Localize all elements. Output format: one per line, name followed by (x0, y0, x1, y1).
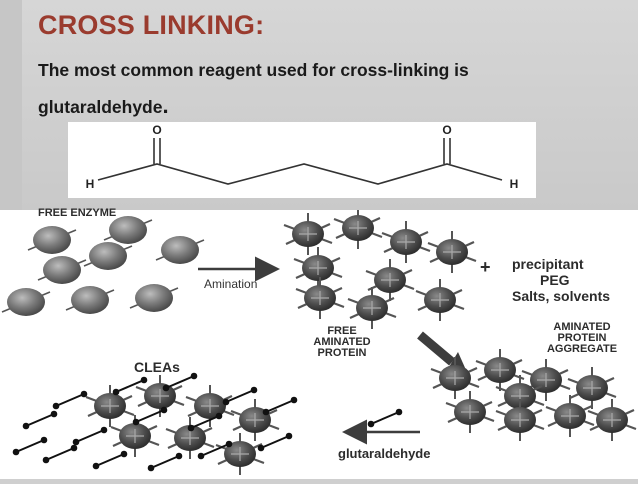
aminated-protein-molecule (294, 275, 346, 321)
free-enzyme-molecule (103, 215, 153, 245)
aminated-protein-molecule (282, 211, 334, 257)
clea-protein (229, 397, 281, 443)
free-aminated-protein-line: PROTEIN (317, 347, 367, 359)
crosslinker-molecule (146, 451, 184, 473)
aminated-protein-molecule (332, 205, 384, 251)
diagram-svg (1, 205, 638, 477)
peg-label: PEG (540, 272, 570, 288)
free-enzyme-molecule (65, 285, 115, 315)
clea-process-diagram: FREE ENZYME Amination + precipitant PEG … (0, 205, 638, 479)
crosslinker-molecule (161, 371, 199, 393)
clea-cluster (11, 371, 299, 477)
slide-title: CROSS LINKING: (38, 10, 265, 40)
glutaraldehyde-structure: O O H H (68, 122, 536, 198)
aminated-protein-molecule (414, 277, 466, 323)
aggregate-label-line: PROTEIN (557, 332, 607, 344)
structure-svg: O O H H (86, 123, 519, 191)
slide-subtitle: The most common reagent used for cross-l… (38, 53, 568, 125)
plus-sign: + (480, 257, 491, 277)
clea-protein (214, 431, 266, 477)
slide-left-bar (0, 0, 22, 215)
crosslinker-molecule (11, 435, 49, 457)
aminated-protein-group (282, 205, 478, 331)
clea-protein (84, 383, 136, 429)
aminated-protein-molecule (292, 245, 344, 291)
atom-o-right: O (442, 123, 451, 137)
atom-h-right: H (510, 177, 519, 191)
aggregate-molecule (566, 365, 618, 411)
atom-h-left: H (86, 177, 95, 191)
free-enzyme-molecule (37, 255, 87, 285)
crosslinker-molecule (261, 395, 299, 417)
structure-bonds (97, 138, 503, 185)
free-aminated-protein-line: FREE (327, 325, 357, 337)
crosslinker-molecule (21, 409, 59, 431)
crosslinker-molecule (41, 443, 79, 465)
cleas-label: CLEAs (134, 359, 180, 375)
aggregate-molecule (494, 397, 546, 443)
atom-o-left: O (152, 123, 161, 137)
aggregation-arrow-shaft (417, 331, 455, 366)
aggregate-molecule (429, 355, 481, 401)
free-enzyme-label: FREE ENZYME (38, 207, 117, 219)
free-enzyme-molecule (1, 287, 51, 317)
aminated-protein-molecule (426, 229, 478, 275)
crosslinker-molecule (256, 431, 294, 453)
glutaraldehyde-crosslinker-icon (366, 407, 404, 429)
aggregate-label-line: AGGREGATE (546, 343, 618, 355)
free-enzyme-group (1, 215, 205, 317)
free-enzyme-molecule (83, 241, 133, 271)
carbon-chain (97, 163, 503, 185)
crosslinker-molecule (91, 449, 129, 471)
free-enzyme-molecule (155, 235, 205, 265)
aminated-protein-molecule (346, 285, 398, 331)
aminated-protein-molecule (364, 257, 416, 303)
crosslinker-molecule (111, 375, 149, 397)
precipitant-label: precipitant (512, 256, 584, 272)
subtitle-period: . (162, 93, 169, 118)
subtitle-text: The most common reagent used for cross-l… (38, 60, 469, 117)
aminated-protein-aggregate-label: AMINATED PROTEIN AGGREGATE (528, 322, 636, 355)
crosslinker-molecule (71, 425, 109, 447)
free-enzyme-molecule (129, 283, 179, 313)
aggregate-molecule (544, 393, 596, 439)
free-aminated-protein-label: FREE AMINATED PROTEIN (296, 326, 388, 359)
aggregate-molecule (586, 397, 638, 443)
crosslinker-molecule (131, 405, 169, 427)
amination-label: Amination (204, 277, 258, 291)
aggregate-molecule (444, 389, 496, 435)
aggregate-label-line: AMINATED (553, 321, 611, 333)
free-enzyme-molecule (27, 225, 77, 255)
aminated-protein-molecule (380, 219, 432, 265)
glutaraldehyde-label: glutaraldehyde (338, 446, 431, 461)
free-aminated-protein-line: AMINATED (313, 336, 371, 348)
salts-solvents-label: Salts, solvents (512, 288, 611, 304)
crosslinker-molecule (221, 385, 259, 407)
crosslinker-molecule (51, 389, 89, 411)
